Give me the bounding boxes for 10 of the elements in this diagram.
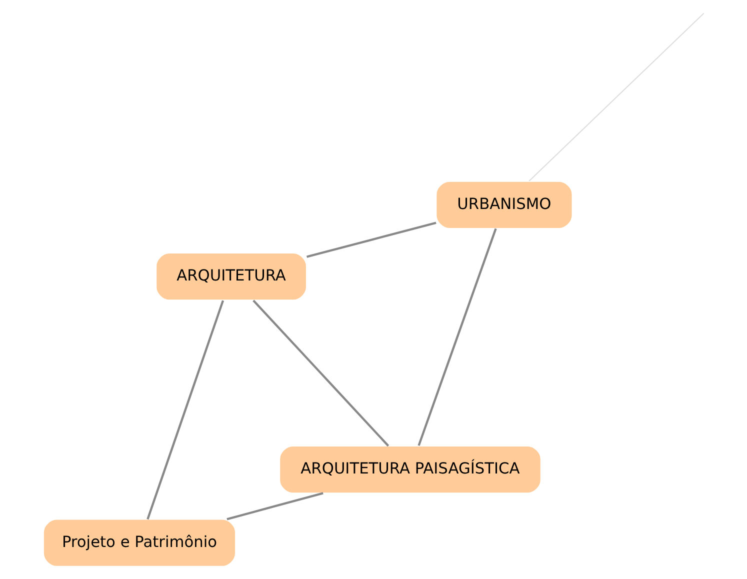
connector — [306, 222, 436, 258]
connector — [528, 12, 704, 182]
node-box: ARQUITETURA PAISAGÍSTICA — [278, 445, 541, 494]
connector — [252, 300, 389, 447]
connector — [417, 228, 496, 446]
connector — [226, 492, 323, 520]
node-box: ARQUITETURA — [155, 252, 307, 301]
connector — [146, 300, 224, 520]
node-box: URBANISMO — [435, 180, 572, 230]
node-box: Projeto e Patrimônio — [42, 518, 236, 568]
